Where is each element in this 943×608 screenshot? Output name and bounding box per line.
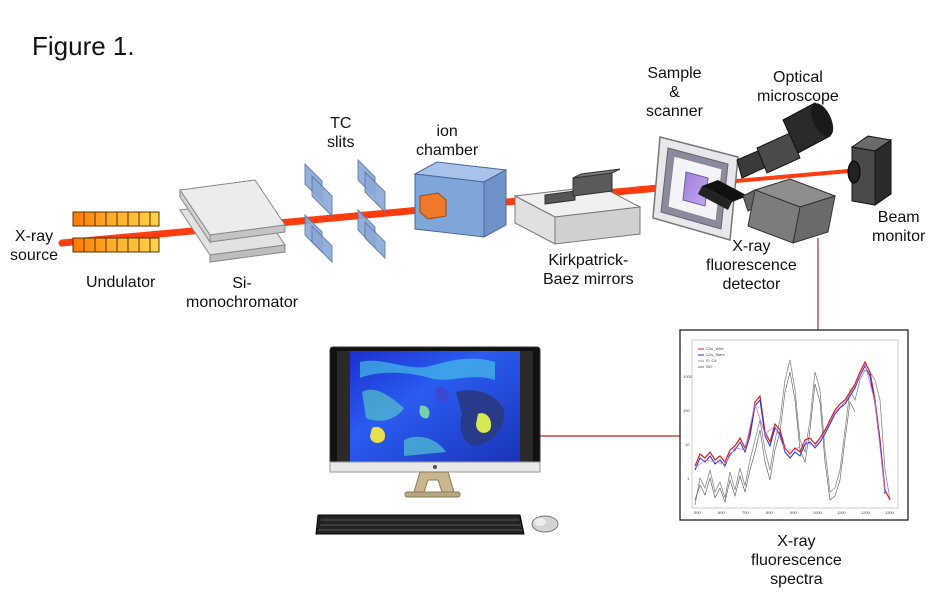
undulator (72, 211, 160, 253)
keyboard (315, 514, 525, 535)
x-tick: 500 (694, 510, 701, 515)
x-tick: 1300 (885, 510, 895, 515)
label-tc-slits: TC slits (327, 115, 355, 151)
si-monochromator (179, 179, 286, 263)
legend-entry: C2s_Stem (706, 352, 725, 357)
label-xrf-detector: X-ray fluorescence detector (706, 238, 797, 293)
label-sample-scanner: Sample & scanner (646, 65, 703, 120)
undulator-lower-magnets (72, 237, 160, 253)
xrf-detector (698, 178, 837, 244)
legend-entry: SiC (706, 364, 713, 369)
slit-2 (357, 158, 386, 260)
spectrum-inset: C2s_Wire C2s_Stem Fl. Ctl SiC 500 600 70… (679, 329, 909, 521)
x-tick: 1200 (861, 510, 871, 515)
series-line-red (694, 360, 891, 501)
slit-1 (304, 162, 333, 264)
beam-monitor (847, 135, 893, 206)
series-line-gray-dark (694, 371, 856, 504)
y-tick: 10 (685, 442, 690, 447)
y-tick: 100 (683, 408, 690, 413)
spectrum-y-ticks: 1000 100 10 1 (683, 374, 693, 481)
ion-chamber (413, 161, 508, 238)
optical-microscope (736, 102, 834, 179)
label-xray-source: X-ray source (10, 228, 59, 264)
spectrum-x-ticks: 500 600 700 800 900 1000 1100 1200 1300 (694, 510, 895, 515)
x-tick: 1000 (813, 510, 823, 515)
kb-mirrors (513, 168, 642, 245)
label-xrf-spectra: X-ray fluorescence spectra (751, 533, 842, 588)
figure-title: Figure 1. (32, 31, 135, 61)
legend-entry: Fl. Ctl (706, 358, 717, 363)
x-tick: 700 (742, 510, 749, 515)
x-tick: 600 (718, 510, 725, 515)
series-line-pink (694, 362, 886, 493)
label-optical-microscope: Optical microscope (757, 69, 839, 105)
label-si-monochromator: Si- monochromator (186, 275, 299, 311)
spectrum-curves (694, 359, 891, 506)
legend-entry: C2s_Wire (706, 346, 724, 351)
spectrum-legend: C2s_Wire C2s_Stem Fl. Ctl SiC (698, 346, 725, 369)
label-ion-chamber: ion chamber (416, 123, 479, 159)
undulator-upper-magnets (72, 211, 160, 227)
x-tick: 1100 (837, 510, 846, 515)
computer-monitor (329, 346, 541, 498)
label-undulator: Undulator (86, 274, 156, 291)
y-tick: 1 (687, 476, 690, 481)
x-tick: 900 (790, 510, 797, 515)
xrf-map-image (350, 351, 520, 462)
mouse (531, 515, 559, 533)
x-tick: 800 (766, 510, 773, 515)
label-beam-monitor: Beam monitor (872, 209, 926, 245)
series-line-gray (694, 359, 891, 506)
tc-slits (304, 158, 386, 264)
y-tick: 1000 (683, 374, 693, 379)
label-kb-mirrors: Kirkpatrick- Baez mirrors (543, 252, 634, 288)
sample-scanner (652, 136, 739, 241)
